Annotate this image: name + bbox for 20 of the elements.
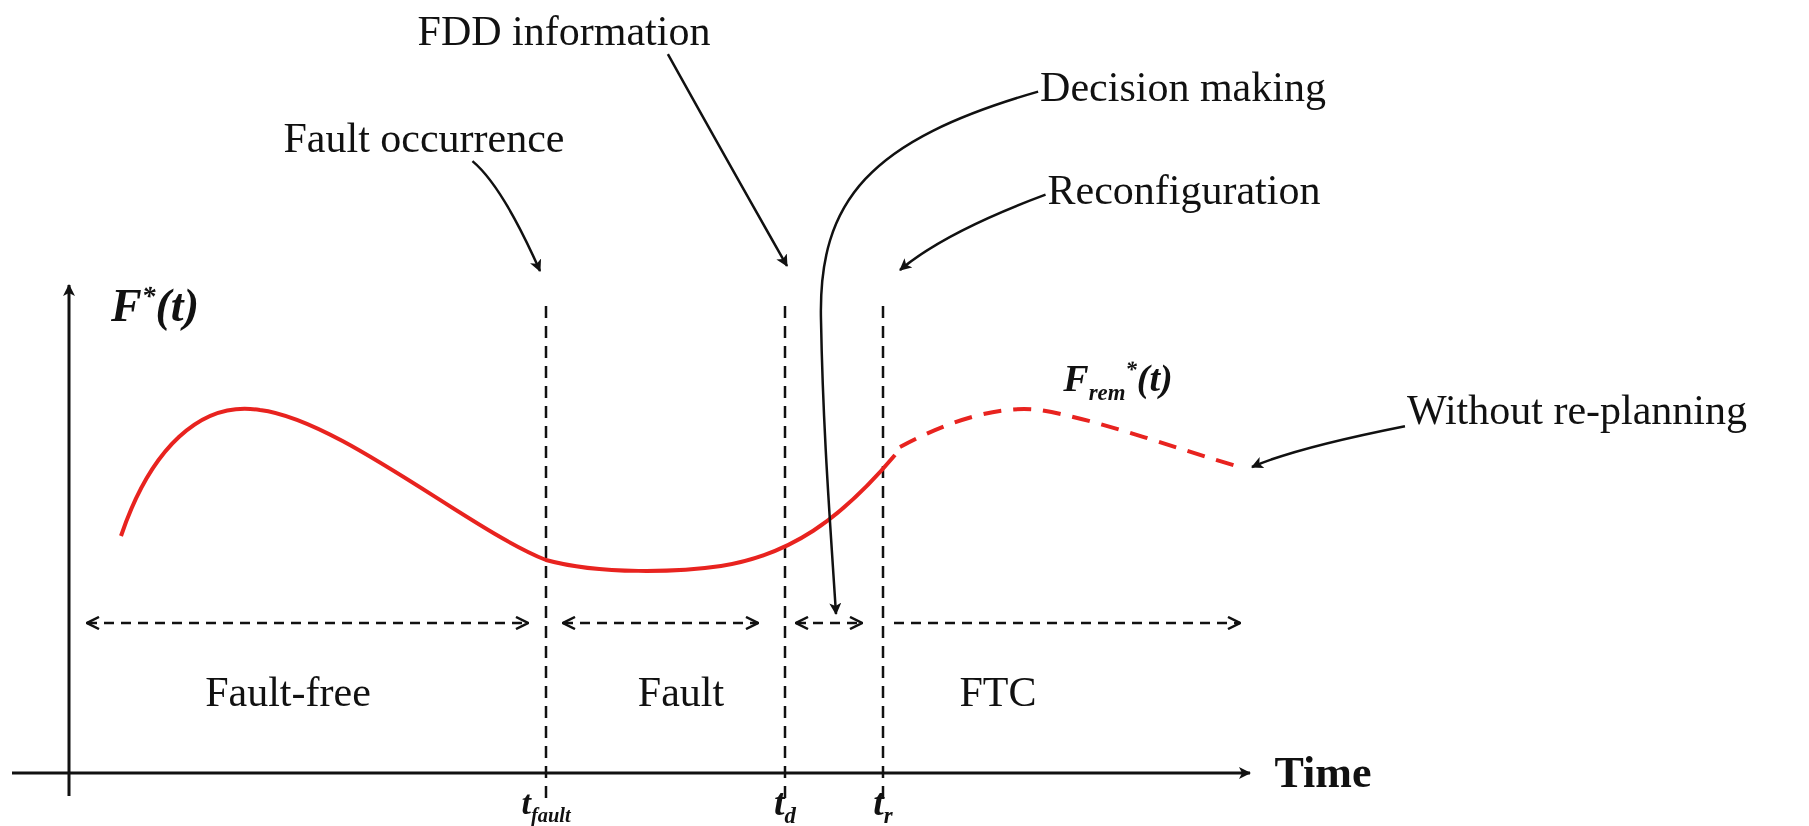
annotation-text: Decision making: [1038, 63, 1328, 111]
annotation-text: Without re-planning: [1404, 386, 1750, 434]
curve-label: F$_{rem}$$^{*}$(t): [1063, 357, 1173, 405]
region-label: Fault: [637, 668, 725, 716]
tick-label: t$_{fault}$: [521, 783, 571, 826]
region-label: FTC: [959, 668, 1037, 716]
leader-arrow: [666, 53, 789, 267]
tick-label: t$_{r}$: [873, 781, 893, 826]
leader-arrow: [1251, 424, 1406, 469]
leader-arrow: [471, 160, 542, 272]
leader-arrow: [819, 90, 1039, 615]
double-arrow: [794, 614, 864, 632]
tick-label: t$_{d}$: [774, 781, 796, 826]
annotation-text: Reconfiguration: [1045, 166, 1323, 214]
axis-label: Time: [1274, 748, 1372, 798]
leader-arrow: [899, 193, 1046, 271]
axis-label: F$^{*}$(t): [111, 280, 199, 332]
region-label: Fault-free: [205, 668, 371, 716]
annotation-text: FDD information: [415, 7, 713, 55]
annotation-text: Fault occurrence: [281, 114, 567, 162]
